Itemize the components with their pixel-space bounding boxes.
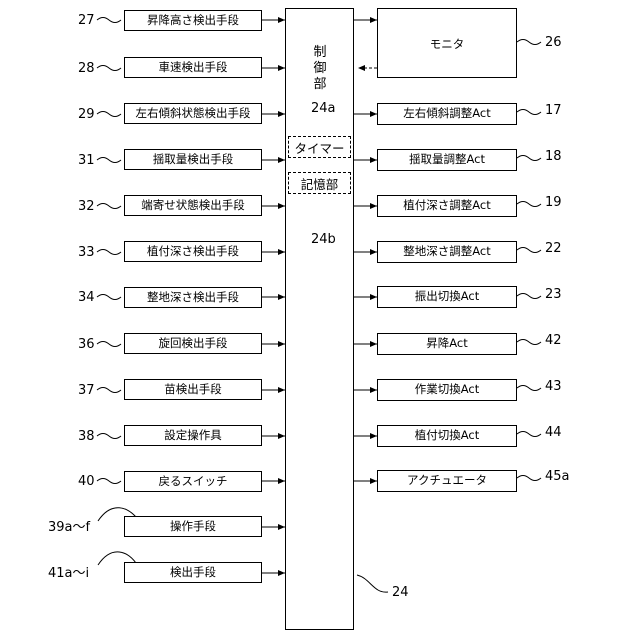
- output-box-take-amount-act: 揺取量調整Act: [377, 149, 517, 171]
- leader-37: [97, 388, 121, 393]
- input-box-setting-tool: 設定操作具: [124, 425, 262, 446]
- output-ref-23: 23: [545, 288, 562, 301]
- monitor-box: モニタ: [377, 8, 517, 78]
- input-ref-34: 34: [78, 291, 95, 304]
- output-box-plant-switch-act: 植付切換Act: [377, 425, 517, 447]
- leader-22: [517, 248, 541, 253]
- input-ref-38: 38: [78, 430, 95, 443]
- output-ref-42: 42: [545, 334, 562, 347]
- leader-43: [517, 386, 541, 391]
- leader-19: [517, 202, 541, 207]
- output-ref-43: 43: [545, 380, 562, 393]
- input-box-tilt-detect: 左右傾斜状態検出手段: [124, 103, 262, 124]
- output-ref-44: 44: [545, 426, 562, 439]
- input-box-return-switch: 戻るスイッチ: [124, 471, 262, 492]
- output-box-work-switch-act: 作業切換Act: [377, 379, 517, 401]
- input-box-operation-means: 操作手段: [124, 516, 262, 537]
- leader-31: [97, 158, 121, 163]
- leader-45a: [517, 476, 541, 481]
- leader-38: [97, 434, 121, 439]
- leader-18: [517, 156, 541, 161]
- output-box-lift-act: 昇降Act: [377, 333, 517, 355]
- output-box-swing-act: 振出切換Act: [377, 286, 517, 308]
- leader-33: [97, 250, 121, 255]
- controller-label-char-3: 部: [310, 77, 330, 93]
- leader-44: [517, 432, 541, 437]
- input-ref-27: 27: [78, 14, 95, 27]
- input-box-turn-detect: 旋回検出手段: [124, 333, 262, 354]
- input-ref-39a: 39a～f: [48, 521, 90, 534]
- input-ref-29: 29: [78, 108, 95, 121]
- leader-32: [97, 204, 121, 209]
- leader-34: [97, 295, 121, 300]
- controller-label: 制 御 部: [310, 45, 330, 93]
- input-box-height-detect: 昇降高さ検出手段: [124, 10, 262, 31]
- leader-27: [97, 18, 121, 23]
- controller-label-char-1: 制: [310, 45, 330, 61]
- output-ref-19: 19: [545, 196, 562, 209]
- output-ref-17: 17: [545, 104, 562, 117]
- output-ref-22: 22: [545, 242, 562, 255]
- input-ref-37: 37: [78, 384, 95, 397]
- input-box-plant-depth-detect: 植付深さ検出手段: [124, 241, 262, 262]
- input-ref-33: 33: [78, 246, 95, 259]
- leader-24: [357, 575, 388, 592]
- input-ref-36: 36: [78, 338, 95, 351]
- input-box-detection-means: 検出手段: [124, 562, 262, 583]
- input-box-seedling-detect: 苗検出手段: [124, 379, 262, 400]
- leader-17: [517, 110, 541, 115]
- leader-40: [97, 479, 121, 484]
- input-box-speed-detect: 車速検出手段: [124, 57, 262, 78]
- leader-23: [517, 294, 541, 299]
- output-ref-18: 18: [545, 150, 562, 163]
- input-ref-40: 40: [78, 475, 95, 488]
- timer-box: タイマー: [288, 136, 351, 158]
- output-box-tilt-act: 左右傾斜調整Act: [377, 103, 517, 125]
- input-box-take-amount-detect: 揺取量検出手段: [124, 149, 262, 170]
- leader-28: [97, 66, 121, 71]
- controller-ref: 24: [392, 586, 409, 599]
- input-box-edge-detect: 端寄せ状態検出手段: [124, 195, 262, 216]
- leader-36: [97, 342, 121, 347]
- leader-26: [517, 40, 541, 45]
- controller-label-char-2: 御: [310, 61, 330, 77]
- leader-42: [517, 340, 541, 345]
- output-box-level-depth-act: 整地深さ調整Act: [377, 241, 517, 263]
- output-ref-45a: 45a: [545, 470, 570, 483]
- timer-ref: 24a: [311, 102, 336, 115]
- leader-29: [97, 112, 121, 117]
- input-ref-41a: 41a～i: [48, 567, 89, 580]
- memory-ref: 24b: [311, 233, 336, 246]
- input-ref-32: 32: [78, 200, 95, 213]
- output-box-plant-depth-act: 植付深さ調整Act: [377, 195, 517, 217]
- memory-box: 記憶部: [288, 172, 351, 194]
- output-box-actuator: アクチュエータ: [377, 470, 517, 492]
- output-ref-26: 26: [545, 36, 562, 49]
- input-box-level-depth-detect: 整地深さ検出手段: [124, 287, 262, 308]
- input-ref-28: 28: [78, 62, 95, 75]
- input-ref-31: 31: [78, 154, 95, 167]
